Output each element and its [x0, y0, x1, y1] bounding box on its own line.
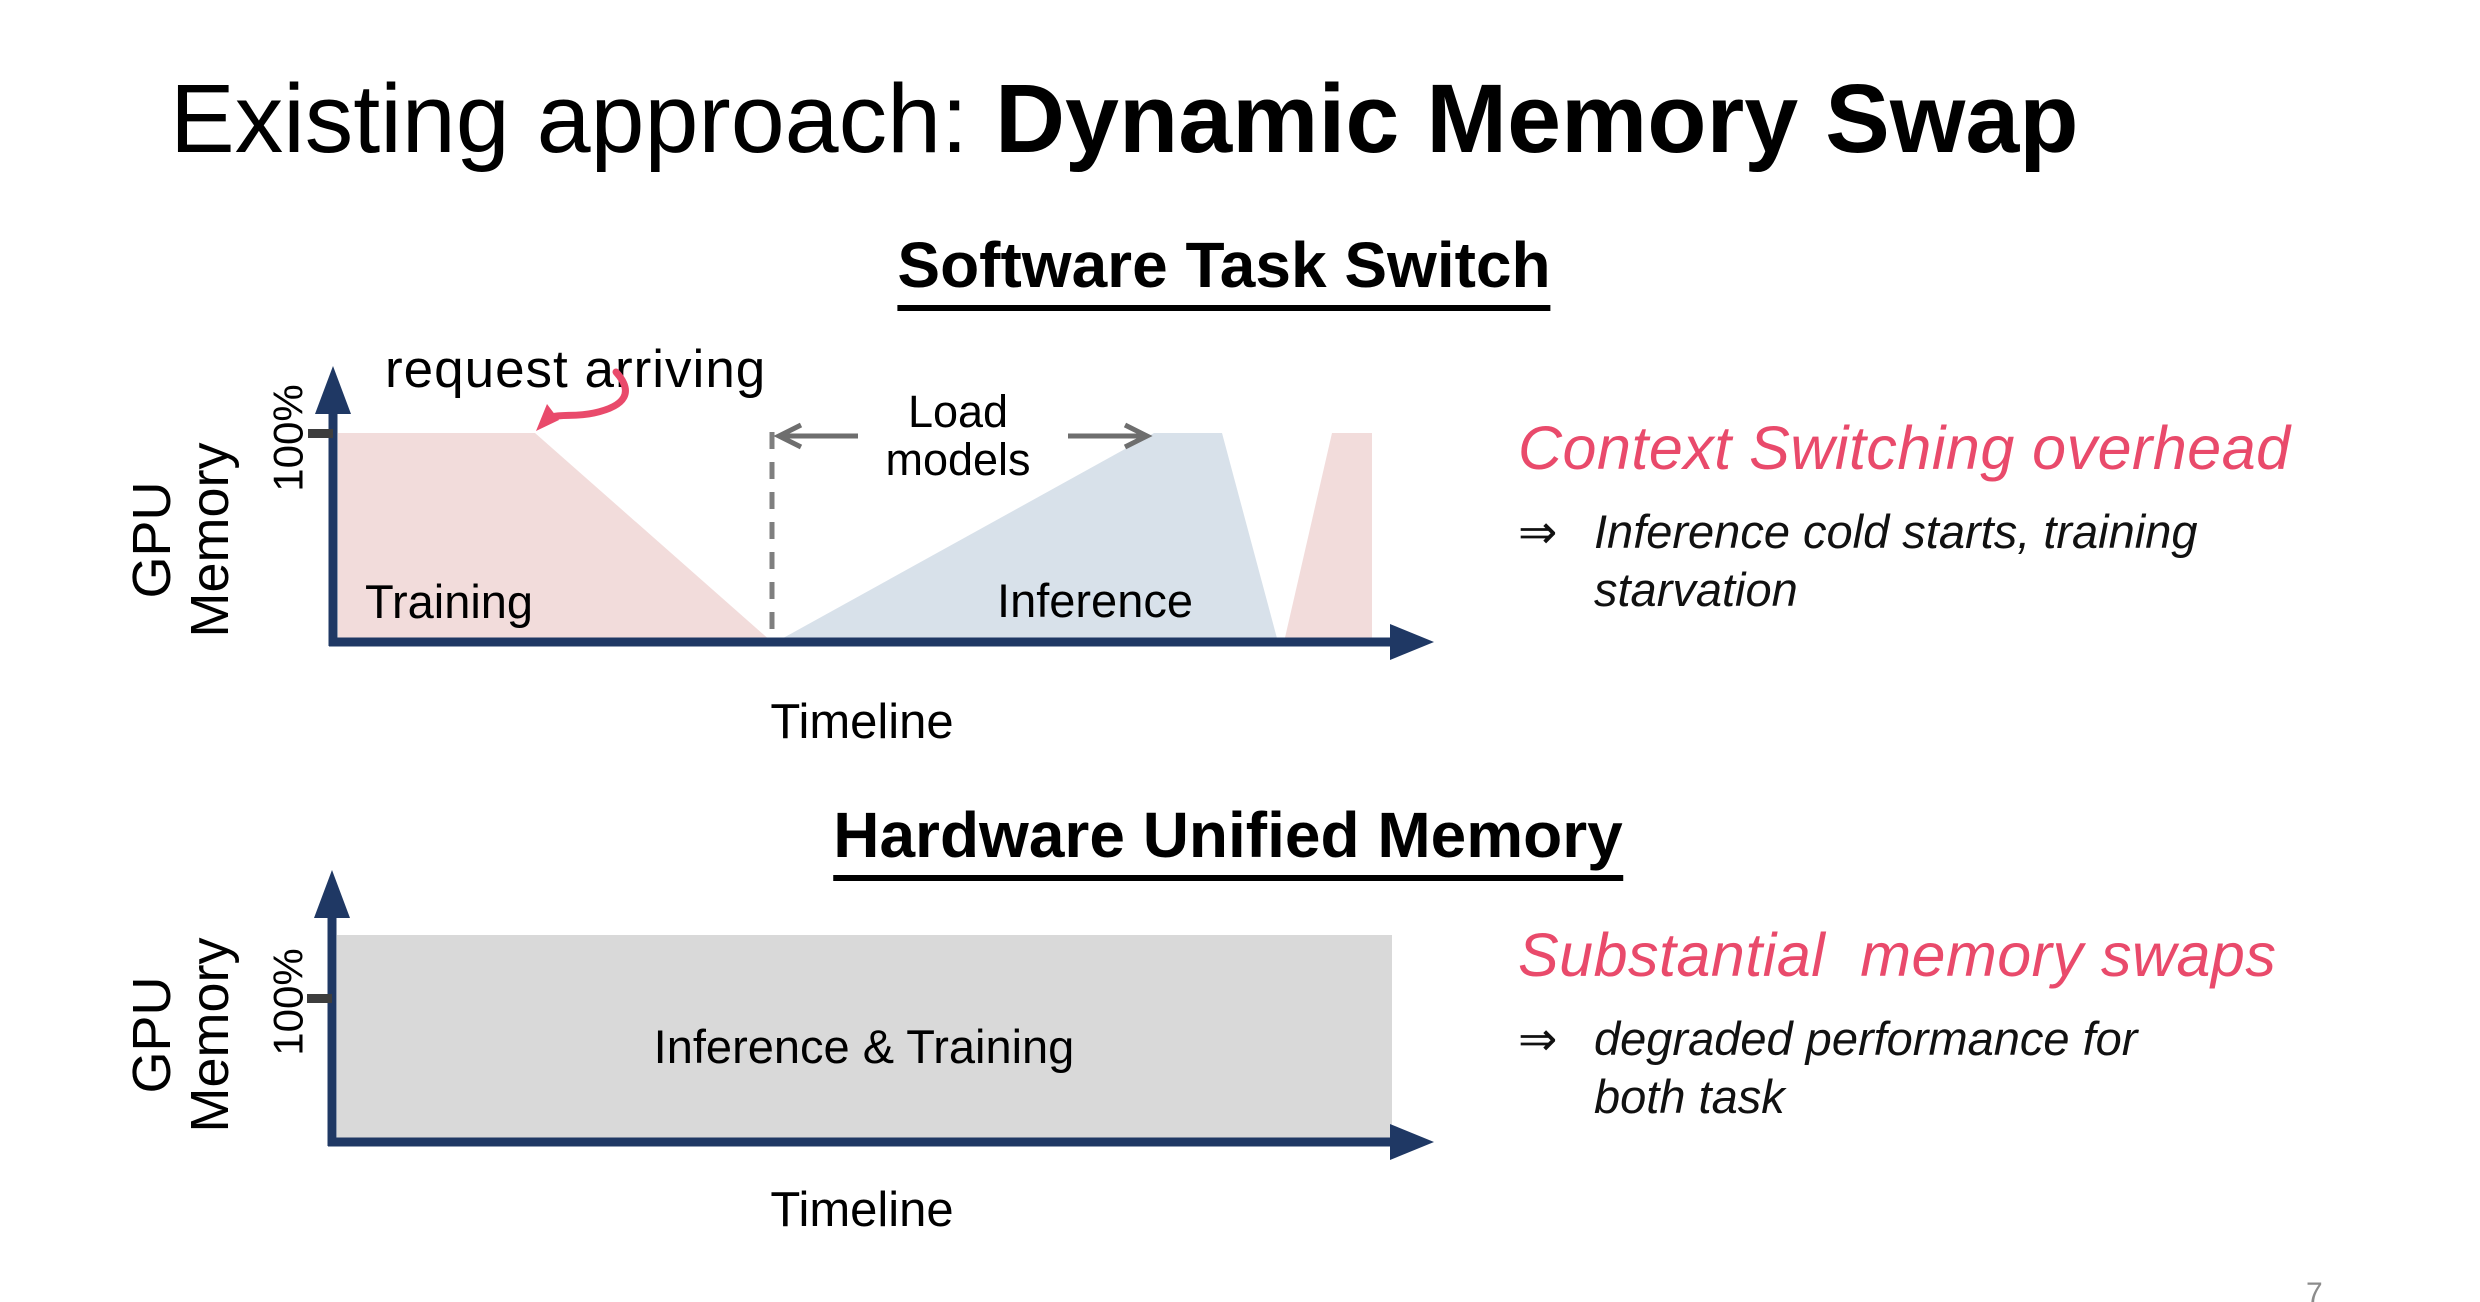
y-axis-arrowhead-icon: [315, 366, 351, 414]
unified-memory-region: [337, 935, 1392, 1139]
callout1-detail: ⇒ Inference cold starts, training starvat…: [1518, 503, 2458, 620]
request-arriving-label: request arriving: [385, 340, 766, 399]
inference-label: Inference: [997, 574, 1193, 627]
x-axis-label: Timeline: [770, 695, 953, 749]
request-arriving-curved-arrow: [548, 368, 629, 421]
y-axis-label-gpu: GPU: [122, 976, 182, 1093]
y-tick-label: 100%: [265, 384, 312, 491]
section1-heading: Software Task Switch: [897, 229, 1551, 311]
callout1-detail-line1: Inference cold starts, training: [1594, 505, 2198, 559]
page-number: 7: [2306, 1277, 2323, 1302]
y-tick-label: 100%: [265, 948, 312, 1055]
implies-arrow-icon: ⇒: [1518, 1012, 1558, 1066]
page-title-regular: Existing approach:: [170, 64, 995, 173]
page-title-bold: Dynamic Memory Swap: [994, 64, 2079, 173]
inference-and-training-label: Inference & Training: [654, 1020, 1075, 1073]
callout2-headline: Substantial memory swaps: [1518, 921, 2277, 989]
callout1-headline: Context Switching overhead: [1518, 414, 2291, 482]
training-label: Training: [365, 575, 533, 628]
y-tick-100: [307, 994, 332, 1003]
training-resume-region: [1284, 433, 1372, 642]
x-axis-arrowhead-icon: [1390, 624, 1434, 660]
callout2-detail-line2: both task: [1594, 1070, 1785, 1124]
callout2-detail-line1: degraded performance for: [1594, 1012, 2138, 1066]
implies-arrow-icon: ⇒: [1518, 505, 1558, 559]
load-models-right-arrow: [1068, 422, 1153, 450]
y-tick-100: [308, 429, 333, 438]
y-axis-label-memory: Memory: [180, 442, 240, 637]
y-axis-label-gpu: GPU: [122, 481, 182, 598]
hardware-unified-memory-diagram: 100% GPU Memory Timeline Inference & Tra…: [122, 870, 1434, 1237]
load-models-label-line2: models: [885, 434, 1030, 485]
inference-region: [776, 433, 1278, 642]
callout2-detail: ⇒ degraded performance for both task: [1518, 1010, 2458, 1127]
load-models-label-line1: Load: [908, 386, 1008, 437]
y-axis-arrowhead-icon: [314, 870, 350, 918]
training-region: [338, 433, 772, 642]
context-switching-callout: Context Switching overhead ⇒ Inference co…: [1518, 413, 2458, 620]
y-axis-label-memory: Memory: [180, 937, 240, 1132]
software-task-switch-diagram: 100% GPU Memory Timeline Training Infere…: [122, 340, 1434, 749]
section2-heading: Hardware Unified Memory: [833, 799, 1623, 881]
x-axis-label: Timeline: [770, 1183, 953, 1237]
page-title: Existing approach: Dynamic Memory Swap: [170, 64, 2079, 173]
callout1-detail-line2: starvation: [1594, 563, 1798, 617]
request-arriving-arrowhead-icon: [536, 404, 559, 431]
memory-swaps-callout: Substantial memory swaps ⇒ degraded perfo…: [1518, 920, 2458, 1127]
load-models-left-arrow: [773, 422, 858, 450]
x-axis-arrowhead-icon: [1390, 1124, 1434, 1160]
